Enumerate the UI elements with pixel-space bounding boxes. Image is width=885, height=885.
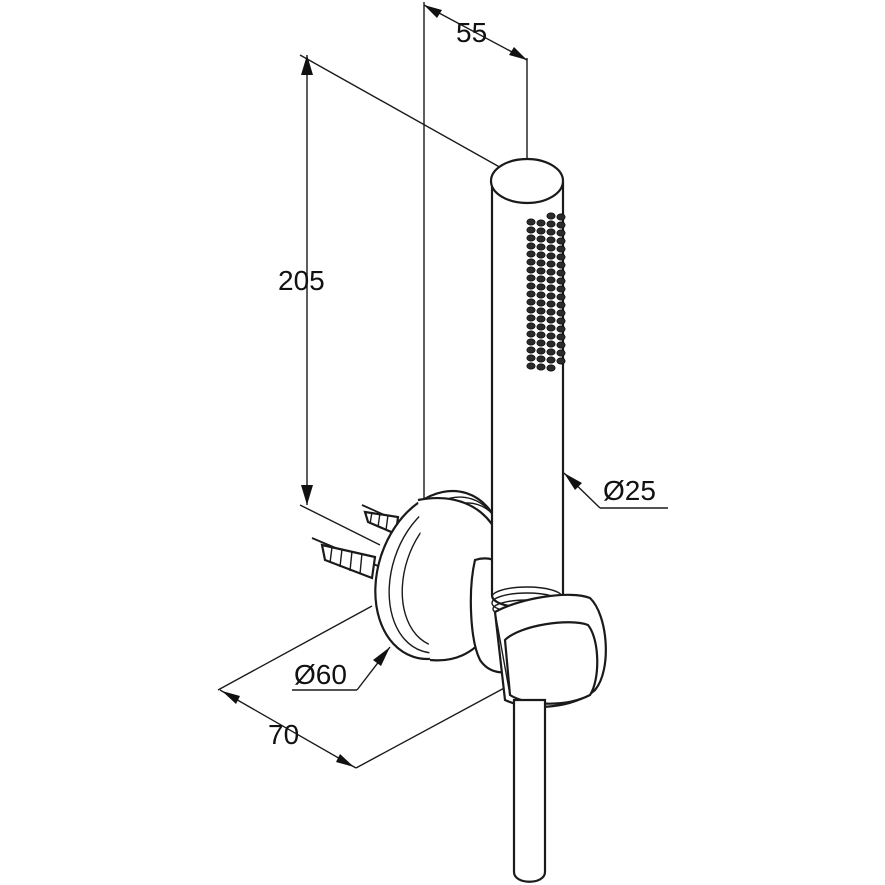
nozzle bbox=[536, 283, 546, 291]
nozzle bbox=[546, 228, 556, 236]
nozzle bbox=[526, 290, 536, 298]
shower-holder bbox=[493, 593, 607, 708]
nozzle bbox=[536, 227, 546, 235]
shower-hose bbox=[512, 698, 547, 883]
nozzle bbox=[536, 315, 546, 323]
nozzle bbox=[546, 308, 556, 316]
nozzle bbox=[556, 221, 566, 229]
nozzle bbox=[556, 229, 566, 237]
nozzle bbox=[526, 226, 536, 234]
nozzle bbox=[536, 251, 546, 259]
nozzle bbox=[526, 338, 536, 346]
nozzle bbox=[526, 354, 536, 362]
nozzle bbox=[526, 362, 536, 370]
dimension-70-label: 70 bbox=[268, 719, 299, 750]
nozzle bbox=[536, 275, 546, 283]
spray-nozzles bbox=[526, 212, 566, 372]
nozzle bbox=[526, 322, 536, 330]
nozzle bbox=[556, 285, 566, 293]
nozzle bbox=[536, 219, 546, 227]
nozzle bbox=[556, 333, 566, 341]
nozzle bbox=[556, 237, 566, 245]
hand-shower bbox=[489, 157, 565, 619]
nozzle bbox=[556, 245, 566, 253]
nozzle bbox=[546, 340, 556, 348]
dimension-d25-label: Ø25 bbox=[603, 475, 656, 506]
nozzle bbox=[526, 282, 536, 290]
nozzle bbox=[536, 331, 546, 339]
nozzle bbox=[546, 316, 556, 324]
nozzle bbox=[556, 349, 566, 357]
dimension-205: 205 bbox=[278, 54, 529, 546]
nozzle bbox=[556, 277, 566, 285]
nozzle bbox=[546, 220, 556, 228]
nozzle bbox=[546, 364, 556, 372]
wall-anchors bbox=[311, 504, 401, 580]
nozzle bbox=[556, 341, 566, 349]
nozzle bbox=[546, 356, 556, 364]
nozzle bbox=[526, 250, 536, 258]
nozzle bbox=[546, 292, 556, 300]
nozzle bbox=[556, 269, 566, 277]
nozzle bbox=[536, 307, 546, 315]
nozzle bbox=[536, 363, 546, 371]
nozzle bbox=[536, 339, 546, 347]
nozzle bbox=[536, 243, 546, 251]
nozzle bbox=[526, 258, 536, 266]
nozzle bbox=[556, 293, 566, 301]
dimension-d25: Ø25 bbox=[563, 472, 668, 509]
dimension-55-label: 55 bbox=[456, 17, 487, 48]
nozzle bbox=[556, 261, 566, 269]
nozzle bbox=[526, 274, 536, 282]
nozzle bbox=[536, 355, 546, 363]
dimension-d60: Ø60 bbox=[292, 646, 391, 691]
nozzle bbox=[546, 260, 556, 268]
nozzle bbox=[546, 332, 556, 340]
nozzle bbox=[556, 357, 566, 365]
dimension-70: 70 bbox=[217, 605, 509, 769]
nozzle bbox=[546, 324, 556, 332]
nozzle bbox=[526, 242, 536, 250]
nozzle bbox=[556, 325, 566, 333]
nozzle bbox=[556, 301, 566, 309]
nozzle bbox=[536, 299, 546, 307]
nozzle bbox=[556, 309, 566, 317]
nozzle bbox=[536, 259, 546, 267]
nozzle bbox=[526, 234, 536, 242]
nozzle bbox=[546, 244, 556, 252]
nozzle bbox=[546, 212, 556, 220]
nozzle bbox=[526, 346, 536, 354]
dimension-d60-label: Ø60 bbox=[294, 659, 347, 690]
nozzle bbox=[546, 276, 556, 284]
nozzle bbox=[546, 284, 556, 292]
nozzle bbox=[536, 291, 546, 299]
nozzle bbox=[526, 266, 536, 274]
nozzle bbox=[526, 306, 536, 314]
nozzle bbox=[526, 298, 536, 306]
nozzle bbox=[546, 348, 556, 356]
nozzle bbox=[556, 213, 566, 221]
nozzle bbox=[556, 317, 566, 325]
nozzle bbox=[536, 347, 546, 355]
nozzle bbox=[546, 268, 556, 276]
nozzle bbox=[536, 323, 546, 331]
nozzle bbox=[536, 267, 546, 275]
nozzle bbox=[546, 300, 556, 308]
dimension-55: 55 bbox=[423, 2, 528, 500]
dimension-205-label: 205 bbox=[278, 265, 325, 296]
nozzle bbox=[526, 314, 536, 322]
nozzle bbox=[546, 236, 556, 244]
nozzle bbox=[526, 330, 536, 338]
nozzle bbox=[536, 235, 546, 243]
nozzle bbox=[556, 253, 566, 261]
nozzle bbox=[526, 218, 536, 226]
nozzle bbox=[546, 252, 556, 260]
